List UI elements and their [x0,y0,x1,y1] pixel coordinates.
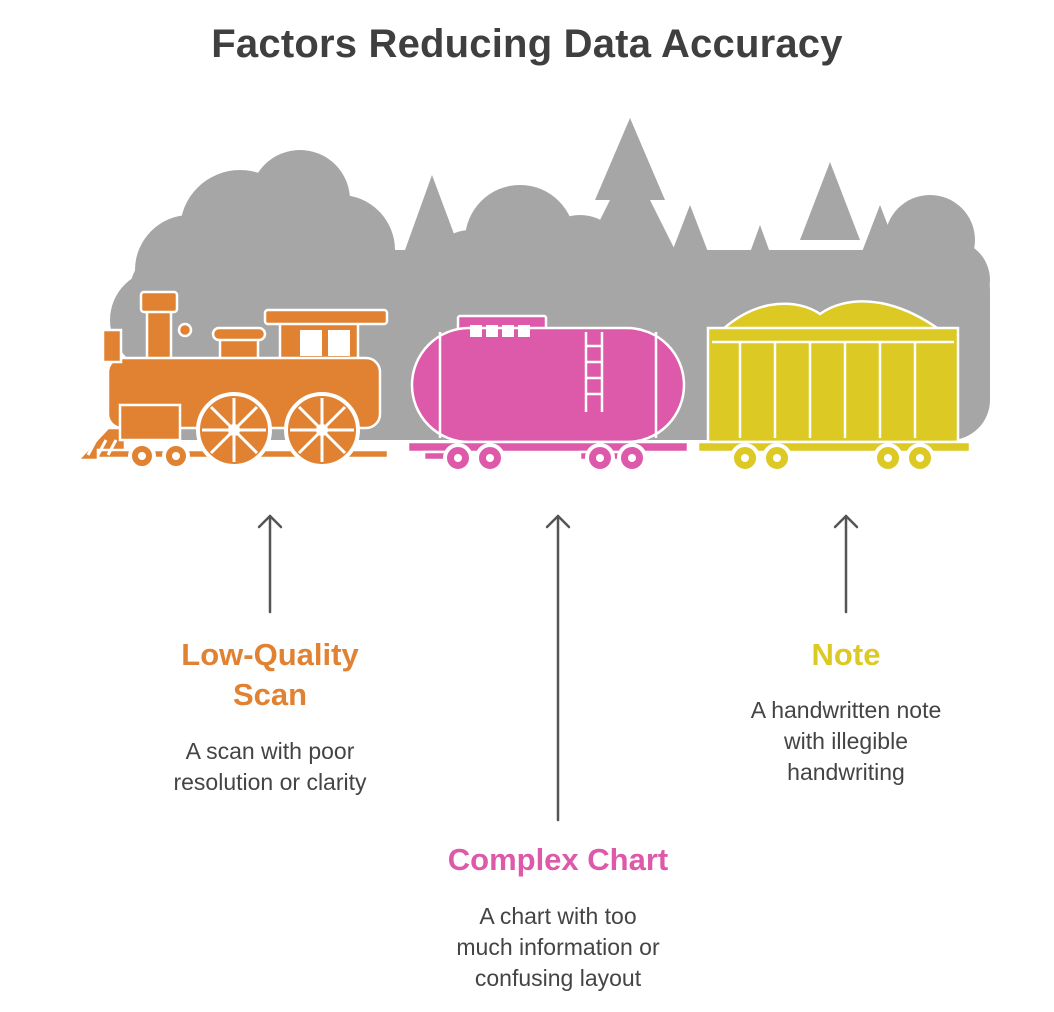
description-line: with illegible [783,728,908,754]
arrow-up-icon [545,514,571,822]
label-line: Complex Chart [447,842,669,877]
label-line: Scan [232,677,308,712]
tank-car-icon [406,314,690,473]
arrow-up-icon [833,514,859,614]
description-line: resolution or clarity [173,769,367,795]
description-line: handwriting [787,759,905,785]
arrow-up-icon [257,514,283,614]
description-line: A scan with poor [185,738,355,764]
description-line: A chart with too [479,903,637,929]
item-description-low-quality-scan: A scan with poor resolution or clarity [130,736,410,798]
item-description-note: A handwritten note with illegible handwr… [706,695,986,788]
steam-locomotive-icon [75,290,390,470]
label-line: Low-Quality [181,637,359,672]
item-label-note: Note [706,635,986,675]
diagram-title: Factors Reducing Data Accuracy [211,22,843,66]
item-description-complex-chart: A chart with too much information or con… [408,901,708,994]
description-line: much information or [456,934,660,960]
label-line: Note [811,637,881,672]
description-line: confusing layout [474,965,642,991]
item-label-complex-chart: Complex Chart [408,840,708,880]
hopper-car-icon [696,300,972,473]
description-line: A handwritten note [750,697,942,723]
item-label-low-quality-scan: Low-Quality Scan [130,635,410,715]
